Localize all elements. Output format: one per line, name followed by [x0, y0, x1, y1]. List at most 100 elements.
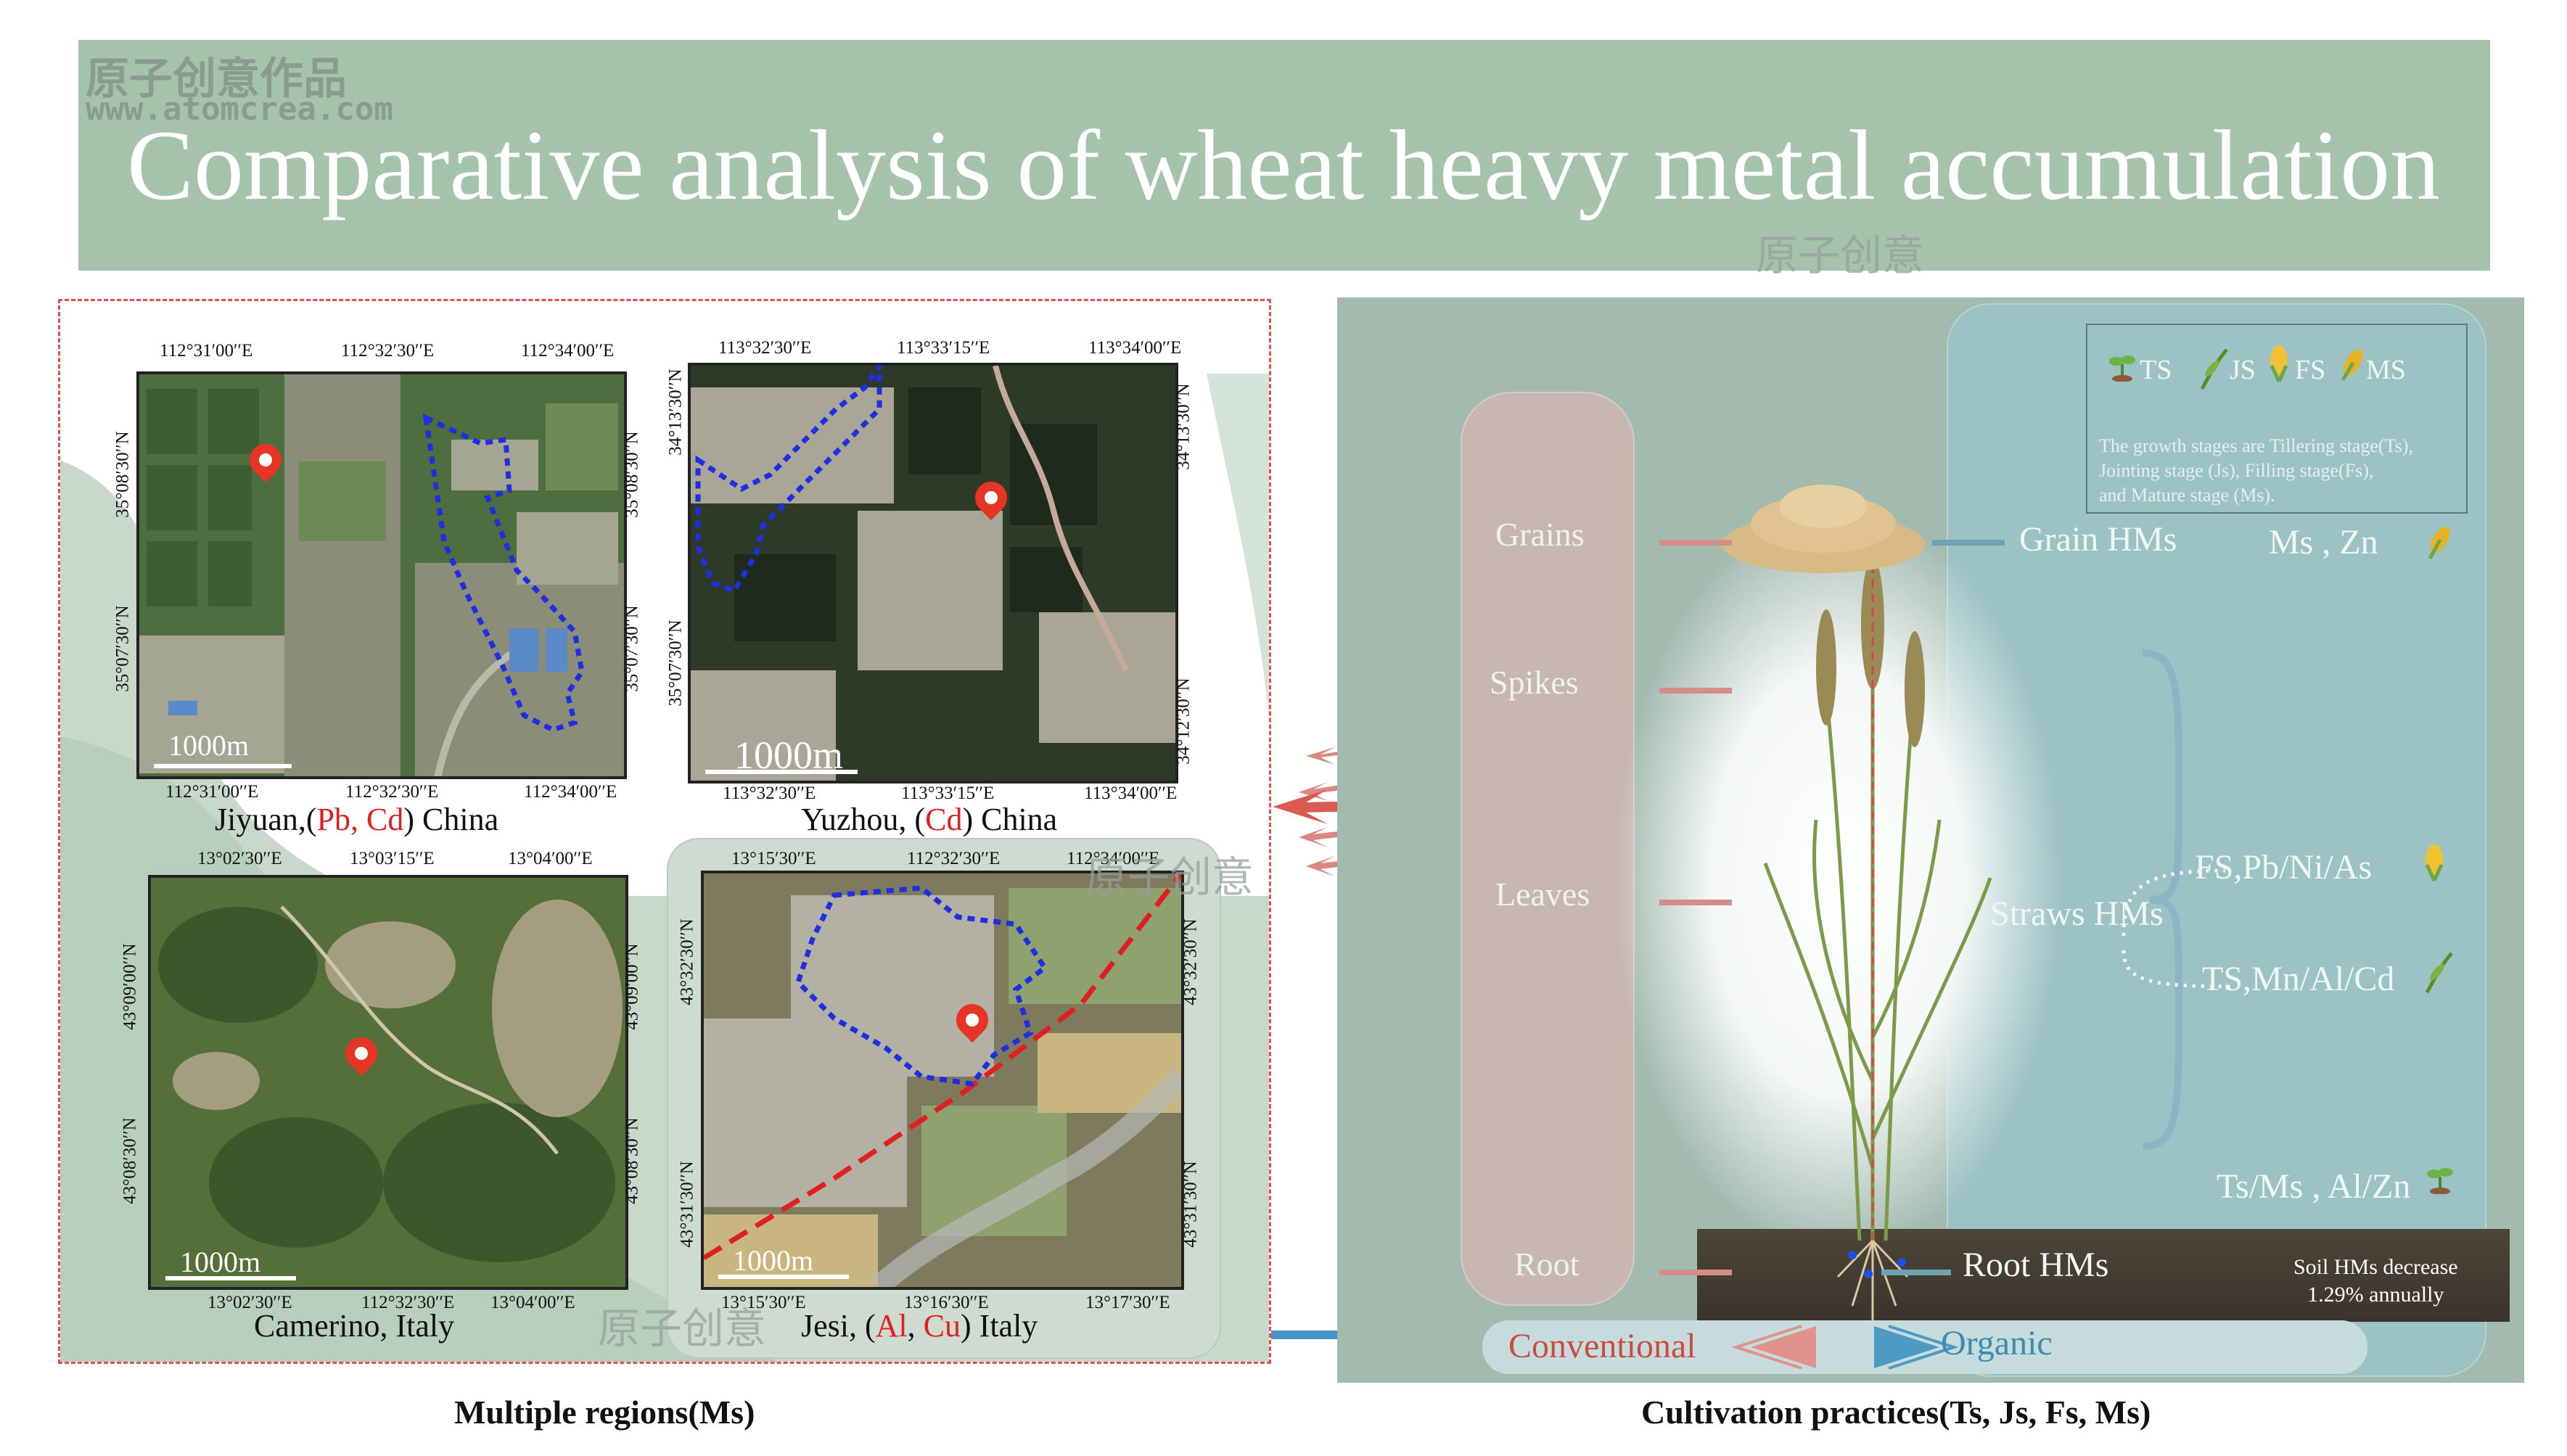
jiyuan-coord-right-2: 35°07′30′′N — [622, 605, 642, 692]
yuzhou-coord-top-2: 113°33′15′′E — [897, 338, 990, 358]
jesi-coord-right-1: 43°32′30′′N — [1180, 918, 1201, 1005]
yuzhou-coord-left-1: 34°13′30′′N — [665, 369, 686, 456]
filling-corn-icon — [2264, 344, 2293, 384]
root-hms-connector — [1881, 1270, 1951, 1275]
watermark-bottom: 原子创意 — [598, 1304, 767, 1353]
jiyuan-coord-top-3: 112°34′00′′E — [521, 341, 615, 361]
camerino-coord-right-1: 43°09′00′′N — [622, 943, 642, 1030]
watermark-url: www.atomcrea.com — [86, 91, 393, 128]
mature-corn-icon — [2337, 347, 2369, 383]
camerino-caption: Camerino, Italy — [254, 1308, 455, 1344]
jiyuan-coord-left-1: 35°08′30′′N — [112, 431, 133, 518]
ts-ms-metals: Ts/Ms , Al/Zn — [2217, 1167, 2411, 1206]
camerino-coord-bottom-2: 112°32′30′′E — [361, 1293, 455, 1312]
jiyuan-coord-bottom-2: 112°32′30′′E — [345, 782, 439, 802]
growth-stage-legend: TS JS FS MS The growth stages are Tiller… — [2086, 324, 2468, 514]
jiyuan-coord-bottom-3: 112°34′00′′E — [524, 782, 617, 802]
camerino-coord-left-2: 43°08′30′′N — [120, 1117, 140, 1204]
jesi-satellite — [704, 873, 1181, 1287]
conventional-label: Conventional — [1508, 1327, 1696, 1365]
jesi-coord-top-3: 112°34′00′′E — [1067, 849, 1160, 868]
straw-fs-metals: FS,Pb/Ni/As — [2195, 848, 2373, 887]
jiyuan-map: 1000m — [136, 371, 627, 779]
yuzhou-scale: 1000m — [734, 733, 844, 777]
straw-brace — [2142, 649, 2182, 1150]
yuzhou-coord-bottom-2: 113°33′15′′E — [901, 783, 995, 803]
jiyuan-coord-left-2: 35°07′30′′N — [112, 605, 133, 692]
camerino-coord-right-2: 43°08′30′′N — [622, 1117, 642, 1204]
cultivation-panel: Grains Spikes Leaves Root TS JS FS MS Th… — [1337, 297, 2524, 1383]
camerino-coord-top-1: 13°02′30′′E — [197, 849, 282, 868]
soil-strip — [1697, 1229, 2510, 1322]
ts-ms-sprout-icon — [2424, 1162, 2456, 1195]
jesi-coord-bottom-3: 13°17′30′′E — [1085, 1293, 1170, 1312]
yuzhou-coord-bottom-1: 113°32′30′′E — [723, 783, 816, 803]
legend-ms: MS — [2366, 355, 2406, 385]
leaves-connector — [1659, 900, 1732, 905]
camerino-scale: 1000m — [180, 1246, 261, 1278]
organ-root: Root — [1514, 1246, 1580, 1283]
jesi-map: 1000m — [701, 871, 1184, 1290]
grain-mature-corn-icon — [2426, 522, 2455, 563]
practices-section-title: Cultivation practices(Ts, Js, Fs, Ms) — [1641, 1394, 2151, 1431]
jiyuan-scale: 1000m — [168, 729, 250, 762]
organ-grains: Grains — [1495, 516, 1585, 553]
camerino-map: 1000m — [148, 875, 628, 1290]
root-hms-label: Root HMs — [1963, 1246, 2109, 1284]
yuzhou-coord-bottom-3: 113°34′00′′E — [1084, 783, 1178, 803]
straw-fs-corn-icon — [2420, 843, 2449, 884]
jesi-coord-top-1: 13°15′30′′E — [731, 849, 816, 868]
yuzhou-coord-right-2: 34°12′30′′N — [1173, 678, 1194, 765]
jesi-coord-bottom-2: 13°16′30′′E — [904, 1293, 989, 1312]
grain-pile-icon — [1722, 485, 1925, 573]
jointing-plant-icon — [2195, 347, 2231, 390]
camerino-coord-top-2: 13°03′15′′E — [350, 849, 435, 868]
straw-ts-metals: TS,Mn/Al/Cd — [2202, 960, 2395, 998]
jesi-scale: 1000m — [733, 1244, 814, 1277]
legend-fs: FS — [2295, 355, 2326, 385]
practice-arrows — [1731, 1325, 1959, 1370]
legend-js: JS — [2230, 355, 2256, 385]
yuzhou-coord-top-3: 113°34′00′′E — [1088, 338, 1182, 358]
legend-ts: TS — [2140, 355, 2172, 385]
yuzhou-map: 1000m — [688, 363, 1178, 783]
yuzhou-coord-left-2: 35°07′30′′N — [665, 620, 686, 707]
tillering-sprout-icon — [2106, 350, 2138, 382]
title-banner — [78, 40, 2490, 271]
jiyuan-caption: Jiyuan,(Pb, Cd) China — [215, 802, 499, 837]
jesi-coord-right-2: 43°31′30′′N — [1180, 1161, 1201, 1248]
jiyuan-coord-bottom-1: 112°31′00′′E — [165, 782, 259, 802]
yuzhou-coord-top-1: 113°32′30′′E — [718, 338, 812, 358]
grains-connector — [1659, 540, 1732, 546]
grain-hms-stage: Ms , Zn — [2269, 523, 2378, 562]
spikes-connector — [1659, 688, 1732, 694]
straws-hms-label: Straws HMs — [1990, 894, 2164, 933]
watermark-center: 原子创意 — [1085, 852, 1254, 902]
camerino-coord-top-3: 13°04′00′′E — [508, 849, 593, 868]
camerino-satellite — [151, 878, 625, 1287]
watermark-mid: 原子创意 — [1756, 231, 1925, 280]
jiyuan-satellite — [139, 374, 624, 776]
camerino-coord-bottom-3: 13°04′00′′E — [490, 1293, 575, 1312]
jesi-caption: Jesi, (Al, Cu) Italy — [801, 1308, 1038, 1344]
page-title: Comparative analysis of wheat heavy meta… — [126, 110, 2441, 221]
soil-note: Soil HMs decrease 1.29% annually — [2293, 1255, 2458, 1307]
organic-label: Organic — [1941, 1324, 2053, 1362]
straw-branches — [2122, 868, 2233, 989]
root-connector — [1659, 1270, 1732, 1275]
yuzhou-caption: Yuzhou, (Cd) China — [801, 802, 1058, 837]
jesi-coord-bottom-1: 13°15′30′′E — [721, 1293, 806, 1312]
legend-note: The growth stages are Tillering stage(Ts… — [2099, 435, 2413, 506]
jiyuan-coord-right-1: 35°08′30′′N — [622, 431, 642, 518]
regions-section-title: Multiple regions(Ms) — [454, 1394, 755, 1431]
camerino-coord-left-1: 43°09′00′′N — [120, 943, 140, 1030]
watermark-cn: 原子创意作品 — [86, 54, 347, 104]
jesi-coord-left-2: 43°31′30′′N — [677, 1161, 697, 1248]
organ-leaves: Leaves — [1495, 876, 1590, 913]
yuzhou-coord-right-1: 34°13′30′′N — [1173, 383, 1194, 470]
wheat-plant — [1763, 553, 1992, 1320]
jesi-coord-left-1: 43°32′30′′N — [677, 918, 697, 1005]
organ-column — [1461, 392, 1635, 1306]
grain-hms-connector — [1932, 540, 2005, 546]
jesi-coord-top-2: 112°32′30′′E — [907, 849, 1001, 868]
